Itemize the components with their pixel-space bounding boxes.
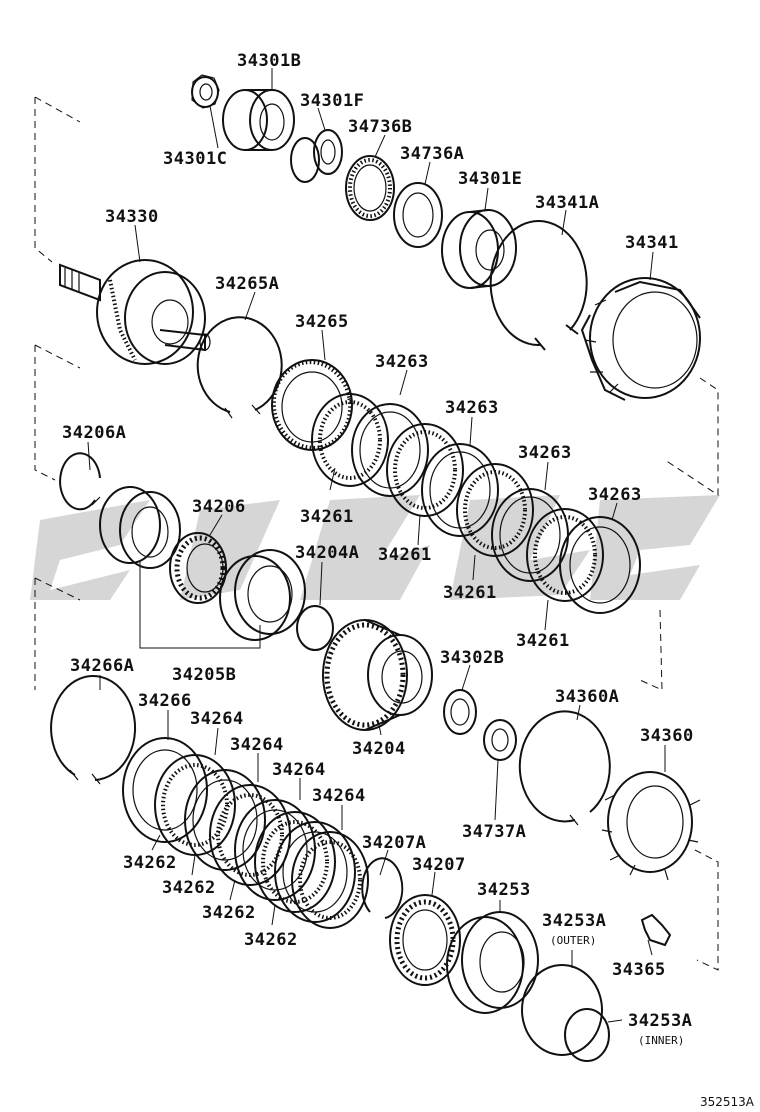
label-34341A: 34341A [535,193,599,213]
label-34261-4: 34261 [516,631,570,651]
label-34261-1: 34261 [300,507,354,527]
label-34262-3: 34262 [202,903,256,923]
clutch-drum-34341 [580,277,701,401]
label-34365: 34365 [612,960,666,980]
clutch-disc-pack-lower [122,737,369,929]
label-34736A: 34736A [400,144,464,164]
return-spring-34207 [389,894,461,986]
o-ring-34253A-inner [564,1008,610,1062]
label-34341: 34341 [625,233,679,253]
intermediate-shaft-34330 [59,259,211,365]
label-34206: 34206 [192,497,246,517]
o-ring-34253A-outer [521,964,603,1056]
note-outer: (OUTER) [550,934,596,947]
label-34262-2: 34262 [162,878,216,898]
note-inner: (INNER) [638,1034,684,1047]
disc-34261-1 [311,393,389,487]
label-34263-1: 34263 [375,352,429,372]
label-34253: 34253 [477,880,531,900]
label-34207A: 34207A [362,833,426,853]
clutch-disc-pack-upper [311,393,641,614]
label-34265: 34265 [295,312,349,332]
snap-ring-34341A [489,220,588,351]
label-34264-1: 34264 [190,709,244,729]
thrust-bearing-34302B [443,689,477,735]
o-ring-34204A [296,605,334,651]
label-34263-3: 34263 [518,443,572,463]
bearing-34301B [222,89,295,151]
label-34261-2: 34261 [378,545,432,565]
plate-34264-3 [274,821,356,923]
label-34330: 34330 [105,207,159,227]
clip-34365 [640,913,672,947]
leader-lines [87,68,666,1023]
one-way-clutch-34360 [601,771,701,881]
label-34205B: 34205B [172,665,236,685]
label-34262-1: 34262 [123,853,177,873]
disc-34262-4 [291,831,369,929]
label-34253A-outer: 34253A [542,911,606,931]
label-34301E: 34301E [458,169,522,189]
thrust-washer-34736B [345,155,395,221]
plate-34263-4 [559,516,641,614]
disc-34262-3 [254,811,336,913]
outer-race-34205B [219,549,306,641]
bearing-race-34301E [441,209,517,289]
label-34207: 34207 [412,855,466,875]
label-34737A: 34737A [462,822,526,842]
label-34266: 34266 [138,691,192,711]
label-34261-3: 34261 [443,583,497,603]
label-34204: 34204 [352,739,406,759]
label-34265A: 34265A [215,274,279,294]
label-34264-2: 34264 [230,735,284,755]
clutch-hub-34205B [99,486,181,569]
thrust-washer-34736A [393,182,443,248]
label-34262-4: 34262 [244,930,298,950]
label-34264-3: 34264 [272,760,326,780]
label-34360A: 34360A [555,687,619,707]
sun-gear-34204 [322,619,433,731]
label-34264-4: 34264 [312,786,366,806]
plate-34264-2 [234,799,316,901]
label-34301F: 34301F [300,91,364,111]
snap-ring-34266A [50,675,137,785]
label-34263-2: 34263 [445,398,499,418]
snap-ring-34206A [59,452,101,511]
nut-34301C [191,74,220,109]
label-34263-4: 34263 [588,485,642,505]
flange-34266 [122,737,208,843]
label-34204A: 34204A [295,543,359,563]
snap-ring-34207A [361,857,404,919]
thrust-washer-34737A [483,719,517,761]
label-34253A-inner: 34253A [628,1011,692,1031]
snap-ring-34360A [518,710,611,826]
bushing-34301F [290,129,343,183]
disc-34261-2 [386,423,464,517]
disc-34261-4 [526,508,604,602]
label-34301C: 34301C [163,149,227,169]
label-34301B: 34301B [237,51,301,71]
one-way-clutch-34206 [169,532,227,604]
part-number-labels: 34301B 34301F 34301C 34736B 34736A 34301… [62,51,755,1109]
label-34360: 34360 [640,726,694,746]
assembly-guide-lines [34,96,719,971]
label-34736B: 34736B [348,117,412,137]
label-34266A: 34266A [70,656,134,676]
label-34302B: 34302B [440,648,504,668]
plate-34264-1 [184,769,266,871]
label-34206A: 34206A [62,423,126,443]
watermark-logo [30,495,720,600]
snap-ring-34265A [196,316,283,419]
figure-id: 352513A [700,1095,755,1109]
